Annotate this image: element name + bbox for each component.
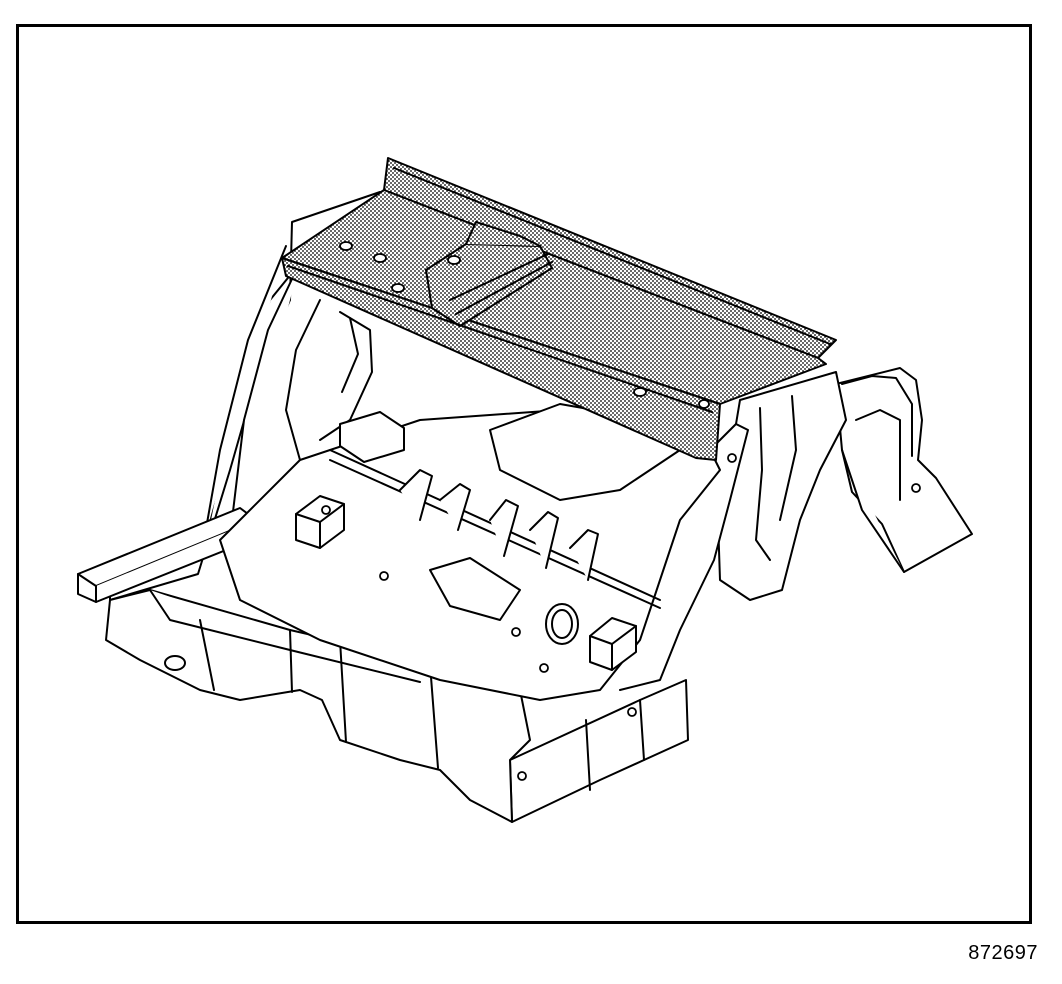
panel-holes — [339, 241, 710, 409]
right-wheelhouse — [717, 367, 973, 601]
left-rail — [77, 507, 257, 603]
figure-number: 872697 — [968, 942, 1038, 964]
floor-pan — [219, 403, 721, 701]
floor-blocks — [295, 411, 637, 671]
rear-compartment-panel — [281, 157, 837, 461]
right-rear-corner — [509, 423, 749, 823]
mounting-holes — [321, 453, 921, 781]
